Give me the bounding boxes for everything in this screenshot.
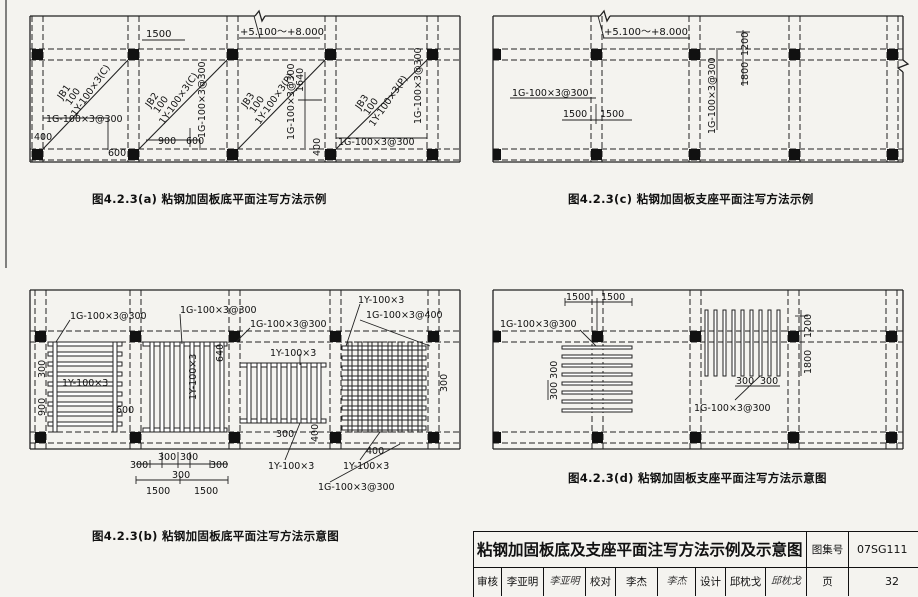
dim-300-b-right: 300 [439, 374, 450, 392]
caption-a: 图4.2.3(a) 粘钢加固板底平面注写方法示例 [92, 192, 327, 206]
dim-1500-d-b: 1500 [601, 292, 625, 303]
dim-400-left: 400 [34, 132, 52, 143]
rebar-left-a: 1G-100×3@300 [46, 114, 123, 125]
caption-c: 图4.2.3(c) 粘钢加固板支座平面注写方法示例 [568, 192, 814, 206]
rebar-vert-1: 1G-100×3@300 [197, 61, 208, 138]
dim-1500-b-b: 1500 [194, 486, 218, 497]
dim-400-mid: 400 [312, 138, 323, 156]
strip-b-mid: 1Y-100×3 [188, 354, 199, 400]
rebar-vert-c: 1G-100×3@300 [707, 57, 718, 134]
dim-1200-d: 1200 [803, 314, 814, 338]
dim-900-b: 900 [37, 398, 48, 416]
dim-1800-d: 1800 [803, 350, 814, 374]
strip-b-bot1: 1Y-100×3 [268, 461, 314, 472]
dim-640-b: 640 [215, 344, 226, 362]
caption-b: 图4.2.3(b) 粘钢加固板底平面注写方法示意图 [92, 529, 339, 543]
rebar-b-d: 1G-100×3@400 [366, 310, 443, 321]
rebar-c: 1G-100×3@300 [512, 88, 589, 99]
atlas-no: 07SG111 [849, 532, 918, 568]
rebar-vert-2: 1G-100×3@300 [286, 63, 297, 140]
strip-b-top: 1Y-100×3 [358, 295, 404, 306]
dim-600-mid: 600 [186, 136, 204, 147]
rebar-right-a: 1G-100×3@300 [338, 137, 415, 148]
rebar-b-a: 1G-100×3@300 [70, 311, 147, 322]
diagram-c: +5.100～+8.000 1G-100×3@300 1500 1500 1G-… [492, 9, 910, 163]
rebar-d: 1G-100×3@300 [500, 319, 577, 330]
caption-d: 图4.2.3(d) 粘钢加固板支座平面注写方法示意图 [568, 471, 827, 485]
dim-1500-c-a: 1500 [563, 109, 587, 120]
check-label: 校对 [586, 568, 616, 596]
dim-300-b2: 300 [158, 452, 176, 463]
designer-signature: 邱枕戈 [766, 568, 807, 596]
diagram-a: +5.100～+8.000 1500 JB1 100 1Y-100×3(C) J… [29, 9, 461, 163]
dim-300-b5: 300 [172, 470, 190, 481]
dim-300-b3: 300 [180, 452, 198, 463]
checker-name: 李杰 [616, 568, 658, 596]
dim-300-b4: 300 [210, 460, 228, 471]
dim-400-b-right: 400 [366, 446, 384, 457]
dim-300-d-vert: 300 300 [549, 361, 560, 400]
page-number: 32 [885, 575, 899, 588]
rebar-d-bot: 1G-100×3@300 [694, 403, 771, 414]
rebar-b-b: 1G-100×3@300 [180, 305, 257, 316]
review-label: 审核 [474, 568, 502, 596]
diagram-d: 1500 1500 1G-100×3@300 300 300 300 300 1… [492, 289, 904, 450]
level-label-c: +5.100～+8.000 [604, 27, 688, 38]
dim-1500-d-a: 1500 [566, 292, 590, 303]
dim-400-b-mid: 400 [310, 424, 321, 442]
dim-300-b-mid: 300 [276, 429, 294, 440]
reviewer-signature: 李亚明 [544, 568, 586, 596]
dim-300-b-left: 300 [37, 360, 48, 378]
rebar-vert-3: 1G-100×3@300 [413, 47, 424, 124]
dim-1500-a: 1500 [146, 29, 171, 40]
dim-300-d-a: 300 [736, 376, 754, 387]
dim-1500-c-b: 1500 [600, 109, 624, 120]
dim-300-b1: 300 [130, 460, 148, 471]
dim-1500-b-a: 1500 [146, 486, 170, 497]
dim-1800-c: 1800 [740, 62, 751, 86]
drawing-title: 粘钢加固板底及支座平面注写方法示例及示意图 [474, 532, 807, 568]
dim-300-d-b: 300 [760, 376, 778, 387]
rebar-b-c: 1G-100×3@300 [250, 319, 327, 330]
strip-b-bot2: 1Y-100×3 [343, 461, 389, 472]
dim-600-b: 600 [116, 405, 134, 416]
dim-1200-c: 1200 [740, 32, 751, 56]
level-label-a: +5.100～+8.000 [240, 27, 324, 38]
rebar-b-bot: 1G-100×3@300 [318, 482, 395, 493]
strip-b-left: 1Y-100×3 [62, 378, 108, 389]
reviewer-name: 李亚明 [502, 568, 544, 596]
title-block: 粘钢加固板底及支座平面注写方法示例及示意图 图集号 07SG111 审核 李亚明… [473, 531, 918, 597]
atlas-no-label: 图集号 [807, 532, 849, 568]
dim-900: 900 [158, 136, 176, 147]
dim-1640: 1640 [295, 68, 306, 92]
design-label: 设计 [696, 568, 726, 596]
checker-signature: 李杰 [658, 568, 696, 596]
page-label: 页 [807, 568, 849, 596]
dim-600-left: 600 [108, 148, 126, 159]
diagram-b: 1G-100×3@300 1G-100×3@300 1G-100×3@300 1… [29, 289, 461, 497]
strip-b-panel3: 1Y-100×3 [270, 348, 316, 359]
designer-name: 邱枕戈 [726, 568, 766, 596]
